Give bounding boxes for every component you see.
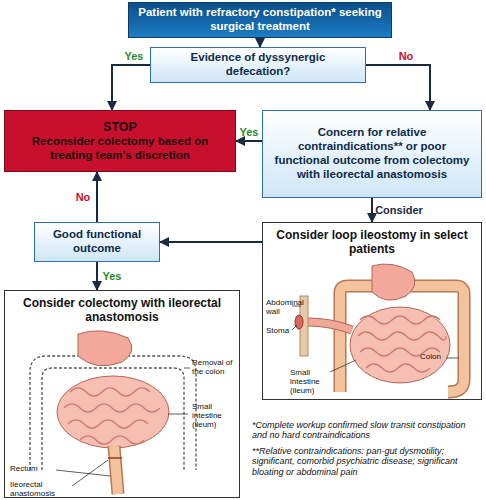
flow-arrow bbox=[96, 172, 98, 222]
flow-arrow bbox=[112, 65, 150, 110]
leader-line bbox=[184, 368, 190, 369]
flow-arrow bbox=[366, 65, 430, 110]
process-box: Concern for relative contraindications**… bbox=[262, 110, 482, 198]
part-label: Removal of the colon bbox=[192, 358, 238, 376]
node-title: Consider colectomy with ileorectal anast… bbox=[11, 296, 233, 325]
rectum-outline bbox=[114, 446, 118, 494]
small-intestine bbox=[57, 376, 169, 448]
edge-label: Yes bbox=[125, 50, 144, 62]
rectum bbox=[114, 446, 118, 494]
ileum-loop-outline bbox=[308, 322, 352, 330]
edge-label: Yes bbox=[240, 126, 259, 138]
node-body: Reconsider colectomy based on treating t… bbox=[11, 135, 229, 163]
part-label: Colon bbox=[420, 352, 450, 361]
stomach bbox=[78, 331, 132, 366]
flow-arrow bbox=[236, 140, 262, 142]
small-intestine bbox=[350, 307, 450, 383]
stomach bbox=[372, 264, 415, 300]
part-label: Stoma bbox=[266, 326, 296, 335]
outcome-box: Good functional outcome bbox=[34, 222, 160, 262]
edge-label: Yes bbox=[103, 270, 122, 282]
node-title: STOP bbox=[103, 120, 137, 135]
intestine-loops bbox=[358, 316, 446, 372]
colon-outline bbox=[340, 286, 464, 392]
colon bbox=[340, 286, 464, 392]
part-label: Ileorectal anastomosis bbox=[10, 480, 80, 498]
leader-line bbox=[330, 360, 356, 372]
node-title: Evidence of dyssynergic defecation? bbox=[157, 51, 359, 79]
procedure-box: Consider colectomy with ileorectal anast… bbox=[4, 290, 240, 498]
edge-label: No bbox=[399, 50, 414, 62]
stoma bbox=[295, 315, 303, 329]
edge-label: No bbox=[76, 191, 91, 203]
leader-line bbox=[168, 414, 188, 415]
removed-colon-outline bbox=[30, 356, 196, 470]
part-label: Rectum bbox=[10, 464, 56, 473]
footnote: *Complete workup confirmed slow transit … bbox=[252, 420, 482, 441]
stop-box: STOPReconsider colectomy based on treati… bbox=[4, 110, 236, 172]
node-title: Good functional outcome bbox=[41, 228, 153, 256]
footnote: **Relative contraindications: pan-gut dy… bbox=[252, 446, 482, 477]
node-title: Patient with refractory constipation* se… bbox=[135, 6, 385, 34]
flow-arrow bbox=[259, 38, 261, 47]
part-label: Small intestine (ileum) bbox=[192, 402, 236, 430]
node-title: Concern for relative contraindications**… bbox=[269, 126, 475, 181]
start-box: Patient with refractory constipation* se… bbox=[128, 2, 392, 38]
flow-arrow bbox=[160, 241, 262, 243]
part-label: Small intestine (ileum) bbox=[290, 368, 332, 396]
part-label: Abdominal wall bbox=[266, 298, 302, 316]
edge-label: Consider bbox=[375, 204, 423, 216]
ileum-loop bbox=[308, 322, 352, 330]
decision-box: Evidence of dyssynergic defecation? bbox=[150, 47, 366, 83]
leader-line bbox=[56, 470, 110, 476]
flow-arrow bbox=[371, 198, 373, 222]
removed-colon-outline bbox=[42, 368, 184, 470]
leader-line bbox=[72, 460, 108, 486]
leader-line bbox=[446, 358, 459, 359]
leader-line bbox=[292, 325, 297, 330]
anastomosis-mark bbox=[108, 457, 122, 459]
node-title: Consider loop ileostomy in select patien… bbox=[269, 228, 475, 257]
intestine-loops bbox=[64, 388, 160, 444]
flow-arrow bbox=[96, 262, 98, 290]
